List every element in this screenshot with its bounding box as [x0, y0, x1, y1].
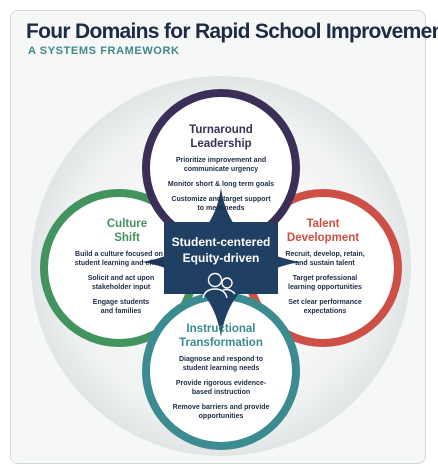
- instructional-item-3: Remove barriers and provide: [173, 404, 270, 411]
- culture-item-3: Engage students: [93, 299, 150, 306]
- instructional-item-2: Provide rigorous evidence-: [176, 380, 267, 387]
- page-title: Four Domains for Rapid School Improvemen…: [26, 20, 438, 43]
- instructional-title-line-2: Transformation: [179, 337, 263, 349]
- culture-item-2: Solicit and act upon: [88, 275, 155, 282]
- culture-item-1-cont: student learning and effort: [75, 260, 164, 267]
- leadership-item-3: Customize and target support: [171, 196, 271, 203]
- culture-item-3-cont: and families: [101, 308, 142, 315]
- leadership-item-1-cont: communicate urgency: [184, 166, 258, 173]
- instructional-item-2-cont: based instruction: [192, 389, 250, 396]
- page-subtitle: A SYSTEMS FRAMEWORK: [28, 45, 180, 57]
- instructional-item-3-cont: opportunities: [199, 413, 244, 420]
- leadership-title-line-1: Turnaround: [189, 124, 253, 136]
- people-icon: [202, 272, 236, 299]
- leadership-title-line-2: Leadership: [190, 138, 251, 150]
- instructional-item-1-cont: student learning needs: [183, 365, 260, 372]
- leadership-item-3-cont: to meet needs: [197, 205, 244, 212]
- talent-item-3-cont: expectations: [304, 308, 347, 315]
- talent-item-2-cont: learning opportunities: [288, 284, 362, 291]
- leadership-item-1: Prioritize improvement and: [176, 157, 266, 164]
- culture-title-line-2: Shift: [114, 232, 140, 244]
- culture-item-1: Build a culture focused on: [75, 251, 163, 258]
- culture-item-2-cont: stakeholder input: [92, 284, 151, 291]
- center-line-1: Student-centered: [172, 235, 271, 249]
- instructional-item-1: Diagnose and respond to: [179, 356, 263, 363]
- center-line-2: Equity-driven: [183, 251, 260, 265]
- talent-item-1: Recruit, develop, retain,: [285, 251, 364, 258]
- talent-item-1-cont: and sustain talent: [295, 260, 355, 267]
- leadership-item-2: Monitor short & long term goals: [168, 181, 274, 188]
- talent-title-line-1: Talent: [306, 218, 339, 230]
- talent-item-3: Set clear performance: [288, 299, 362, 306]
- talent-item-2: Target professional: [293, 275, 357, 282]
- instructional-title-line-1: Instructional: [186, 323, 255, 335]
- talent-title-line-2: Development: [287, 232, 359, 244]
- culture-title-line-1: Culture: [107, 218, 147, 230]
